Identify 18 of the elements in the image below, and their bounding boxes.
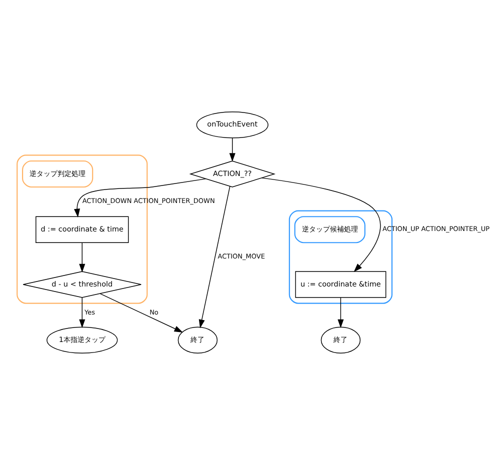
node-ellipse: 終了 (320, 326, 361, 354)
node-diamond: ACTION_?? (189, 160, 276, 188)
arrow (261, 178, 381, 272)
arrow (100, 293, 183, 332)
node-box: d := coordinate & time (36, 216, 129, 243)
node-diamond: d - u < threshold (22, 271, 142, 298)
node-ellipse: 終了 (178, 326, 218, 354)
node-ellipse: onTouchEvent (196, 112, 268, 138)
arrow (338, 297, 344, 328)
arrow (229, 138, 236, 162)
node-box: 逆タップ判定処理 (22, 160, 94, 188)
arrow (79, 242, 86, 273)
arrow (74, 178, 206, 218)
node-box: u := coordinate &time (295, 271, 386, 298)
arrow (198, 186, 230, 328)
arrow (79, 297, 86, 328)
node-box: 逆タップ候補処理 (294, 216, 366, 244)
node-ellipse: 1本指逆タップ (46, 326, 118, 354)
